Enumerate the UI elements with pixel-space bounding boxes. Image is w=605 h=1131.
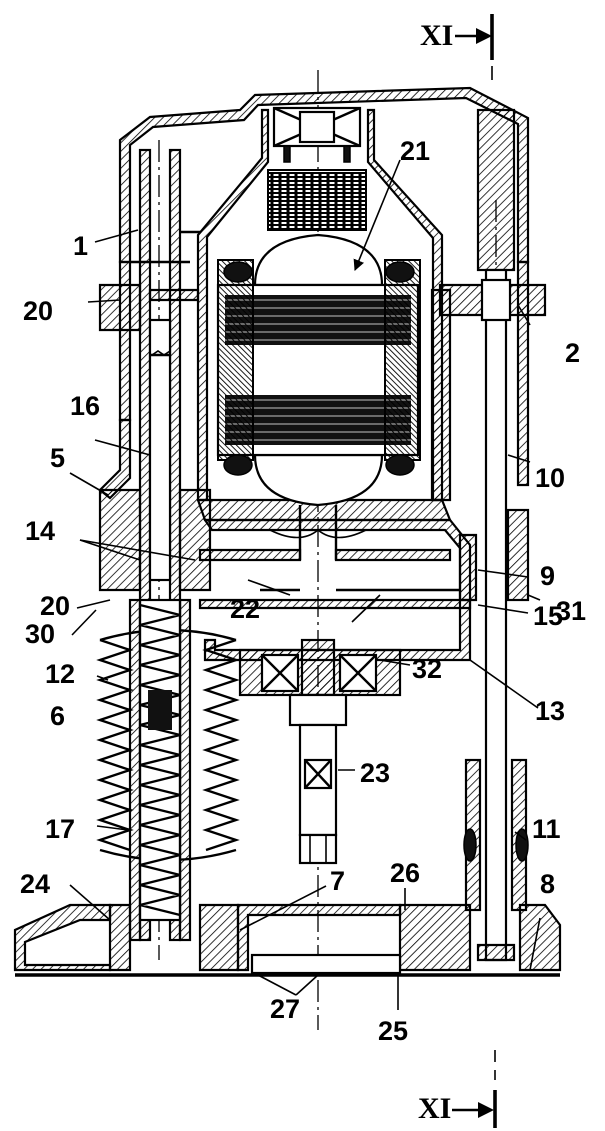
lower-bearing <box>238 638 402 697</box>
label-22: 22 <box>230 594 260 624</box>
label-14: 14 <box>25 516 55 546</box>
label-9: 9 <box>540 561 555 591</box>
label-16: 16 <box>70 391 100 421</box>
leader-lines <box>69 159 541 1010</box>
label-15: 15 <box>533 601 563 631</box>
label-6: 6 <box>50 701 65 731</box>
label-31: 31 <box>556 596 586 626</box>
label-27: 27 <box>270 994 300 1024</box>
section-mark-top: XI <box>420 14 494 80</box>
label-7: 7 <box>330 866 345 896</box>
fan-housing <box>198 518 478 662</box>
reference-numerals: 1 2 5 6 7 8 9 10 11 12 13 14 15 16 17 20… <box>20 136 586 1046</box>
label-13: 13 <box>535 696 565 726</box>
base-plate <box>13 903 562 977</box>
label-12: 12 <box>45 659 75 689</box>
top-bearing <box>272 106 362 163</box>
label-21: 21 <box>400 136 430 166</box>
inner-spring <box>128 598 192 942</box>
motor-housing <box>148 108 452 522</box>
left-guide-column <box>98 148 212 942</box>
label-2: 2 <box>565 338 580 368</box>
section-label-bottom: XI <box>418 1092 451 1125</box>
spindle-collet <box>288 693 348 865</box>
label-5: 5 <box>50 443 65 473</box>
label-17: 17 <box>45 814 75 844</box>
right-guide-column <box>438 108 547 962</box>
label-30: 30 <box>25 619 55 649</box>
commutator <box>267 169 367 231</box>
label-23: 23 <box>360 758 390 788</box>
label-11: 11 <box>532 814 561 844</box>
label-8: 8 <box>540 869 555 899</box>
label-20-upper: 20 <box>23 296 53 326</box>
label-10: 10 <box>535 463 565 493</box>
section-label-top: XI <box>420 19 453 52</box>
armature <box>216 233 421 560</box>
label-24: 24 <box>20 869 50 899</box>
section-mark-bottom: XI <box>418 1050 497 1128</box>
label-20-lower: 20 <box>40 591 70 621</box>
label-26: 26 <box>390 858 420 888</box>
label-32: 32 <box>412 654 442 684</box>
label-25: 25 <box>378 1016 408 1046</box>
label-1: 1 <box>73 231 88 261</box>
